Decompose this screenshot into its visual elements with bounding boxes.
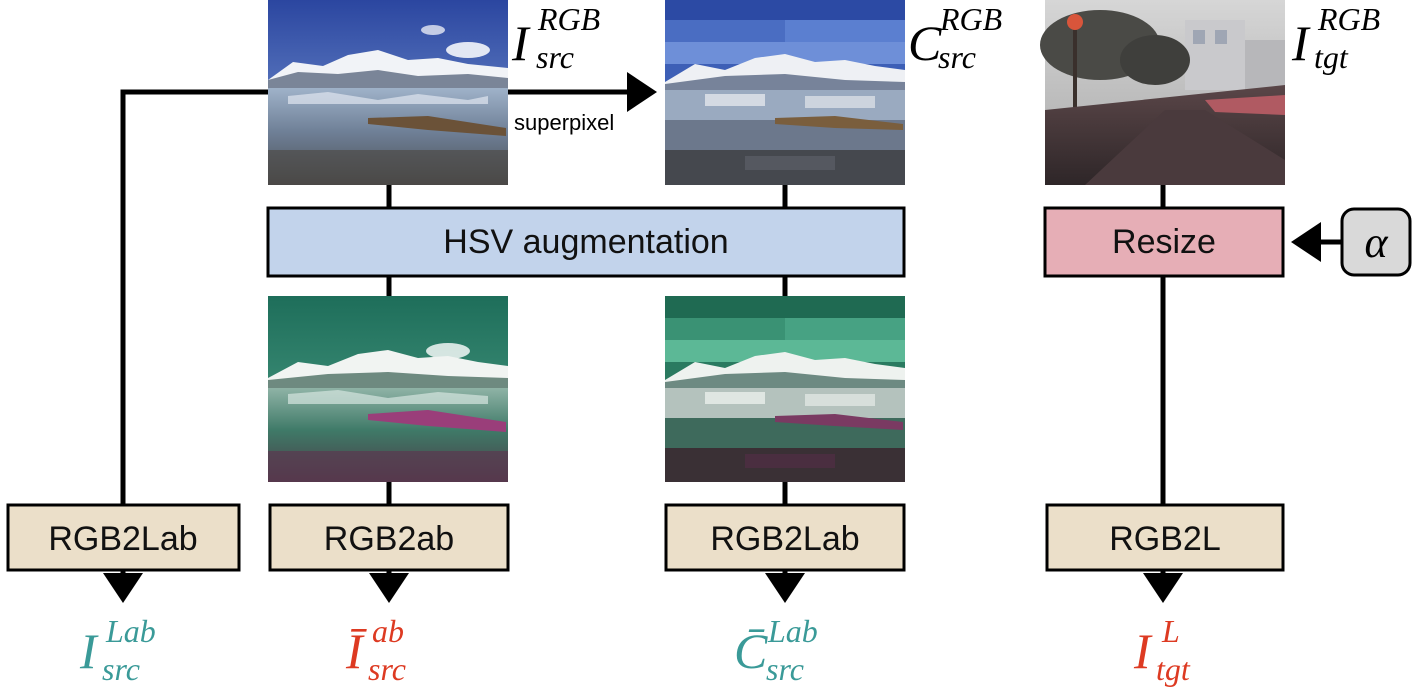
label-c-src-rgb: C RGB src bbox=[908, 1, 1002, 75]
svg-text:C: C bbox=[908, 15, 942, 71]
rgb2ab-box: RGB2ab bbox=[268, 503, 510, 572]
svg-text:RGB: RGB bbox=[1317, 1, 1380, 37]
lake-mountain-superpixel-augmented bbox=[665, 296, 905, 482]
svg-text:I: I bbox=[511, 15, 531, 71]
label-i-bar-src-ab: Ī ab src bbox=[345, 613, 406, 687]
label-i-src-lab: I Lab src bbox=[79, 613, 156, 687]
svg-text:C̄: C̄ bbox=[734, 623, 768, 679]
svg-text:RGB: RGB bbox=[939, 1, 1002, 37]
lake-mountain-superpixel bbox=[665, 0, 905, 185]
lake-mountain-photo bbox=[268, 0, 508, 185]
label-i-tgt-rgb: I RGB tgt bbox=[1291, 1, 1380, 75]
resize-label: Resize bbox=[1112, 223, 1216, 261]
connector-src-to-rgb2lab bbox=[120, 89, 268, 505]
svg-text:tgt: tgt bbox=[1156, 651, 1191, 687]
svg-text:L: L bbox=[1161, 613, 1180, 649]
svg-text:Lab: Lab bbox=[767, 613, 818, 649]
svg-text:src: src bbox=[102, 651, 140, 687]
svg-text:RGB: RGB bbox=[537, 1, 600, 37]
label-c-bar-src-lab: C̄ Lab src bbox=[734, 613, 818, 687]
alpha-label: α bbox=[1364, 218, 1388, 267]
label-i-src-rgb: I RGB src bbox=[511, 1, 600, 75]
svg-text:src: src bbox=[766, 651, 804, 687]
alpha-box: α bbox=[1340, 207, 1412, 277]
rgb2lab-right-box: RGB2Lab bbox=[664, 503, 906, 572]
svg-text:src: src bbox=[536, 39, 574, 75]
svg-text:src: src bbox=[368, 651, 406, 687]
svg-text:I: I bbox=[1133, 623, 1153, 679]
rgb2lab-right-label: RGB2Lab bbox=[710, 520, 859, 558]
resize-box: Resize bbox=[1043, 206, 1285, 278]
svg-text:I: I bbox=[79, 623, 99, 679]
superpixel-label: superpixel bbox=[514, 110, 614, 135]
rgb2lab-left-label: RGB2Lab bbox=[48, 520, 197, 558]
rgb2l-box: RGB2L bbox=[1045, 503, 1285, 572]
connectors bbox=[103, 72, 1342, 603]
lake-mountain-augmented bbox=[268, 296, 508, 482]
svg-text:Lab: Lab bbox=[105, 613, 156, 649]
hsv-augmentation-label: HSV augmentation bbox=[443, 223, 728, 261]
svg-text:Ī: Ī bbox=[345, 623, 367, 679]
svg-text:I: I bbox=[1291, 15, 1311, 71]
hsv-augmentation-box: HSV augmentation bbox=[266, 206, 906, 278]
rgb2lab-left-box: RGB2Lab bbox=[6, 503, 241, 572]
street-scene-photo bbox=[1040, 0, 1285, 185]
rgb2ab-label: RGB2ab bbox=[324, 520, 454, 558]
svg-text:ab: ab bbox=[372, 613, 404, 649]
svg-text:src: src bbox=[938, 39, 976, 75]
svg-text:tgt: tgt bbox=[1314, 39, 1349, 75]
label-i-tgt-l: I L tgt bbox=[1133, 613, 1191, 687]
rgb2l-label: RGB2L bbox=[1109, 520, 1221, 558]
